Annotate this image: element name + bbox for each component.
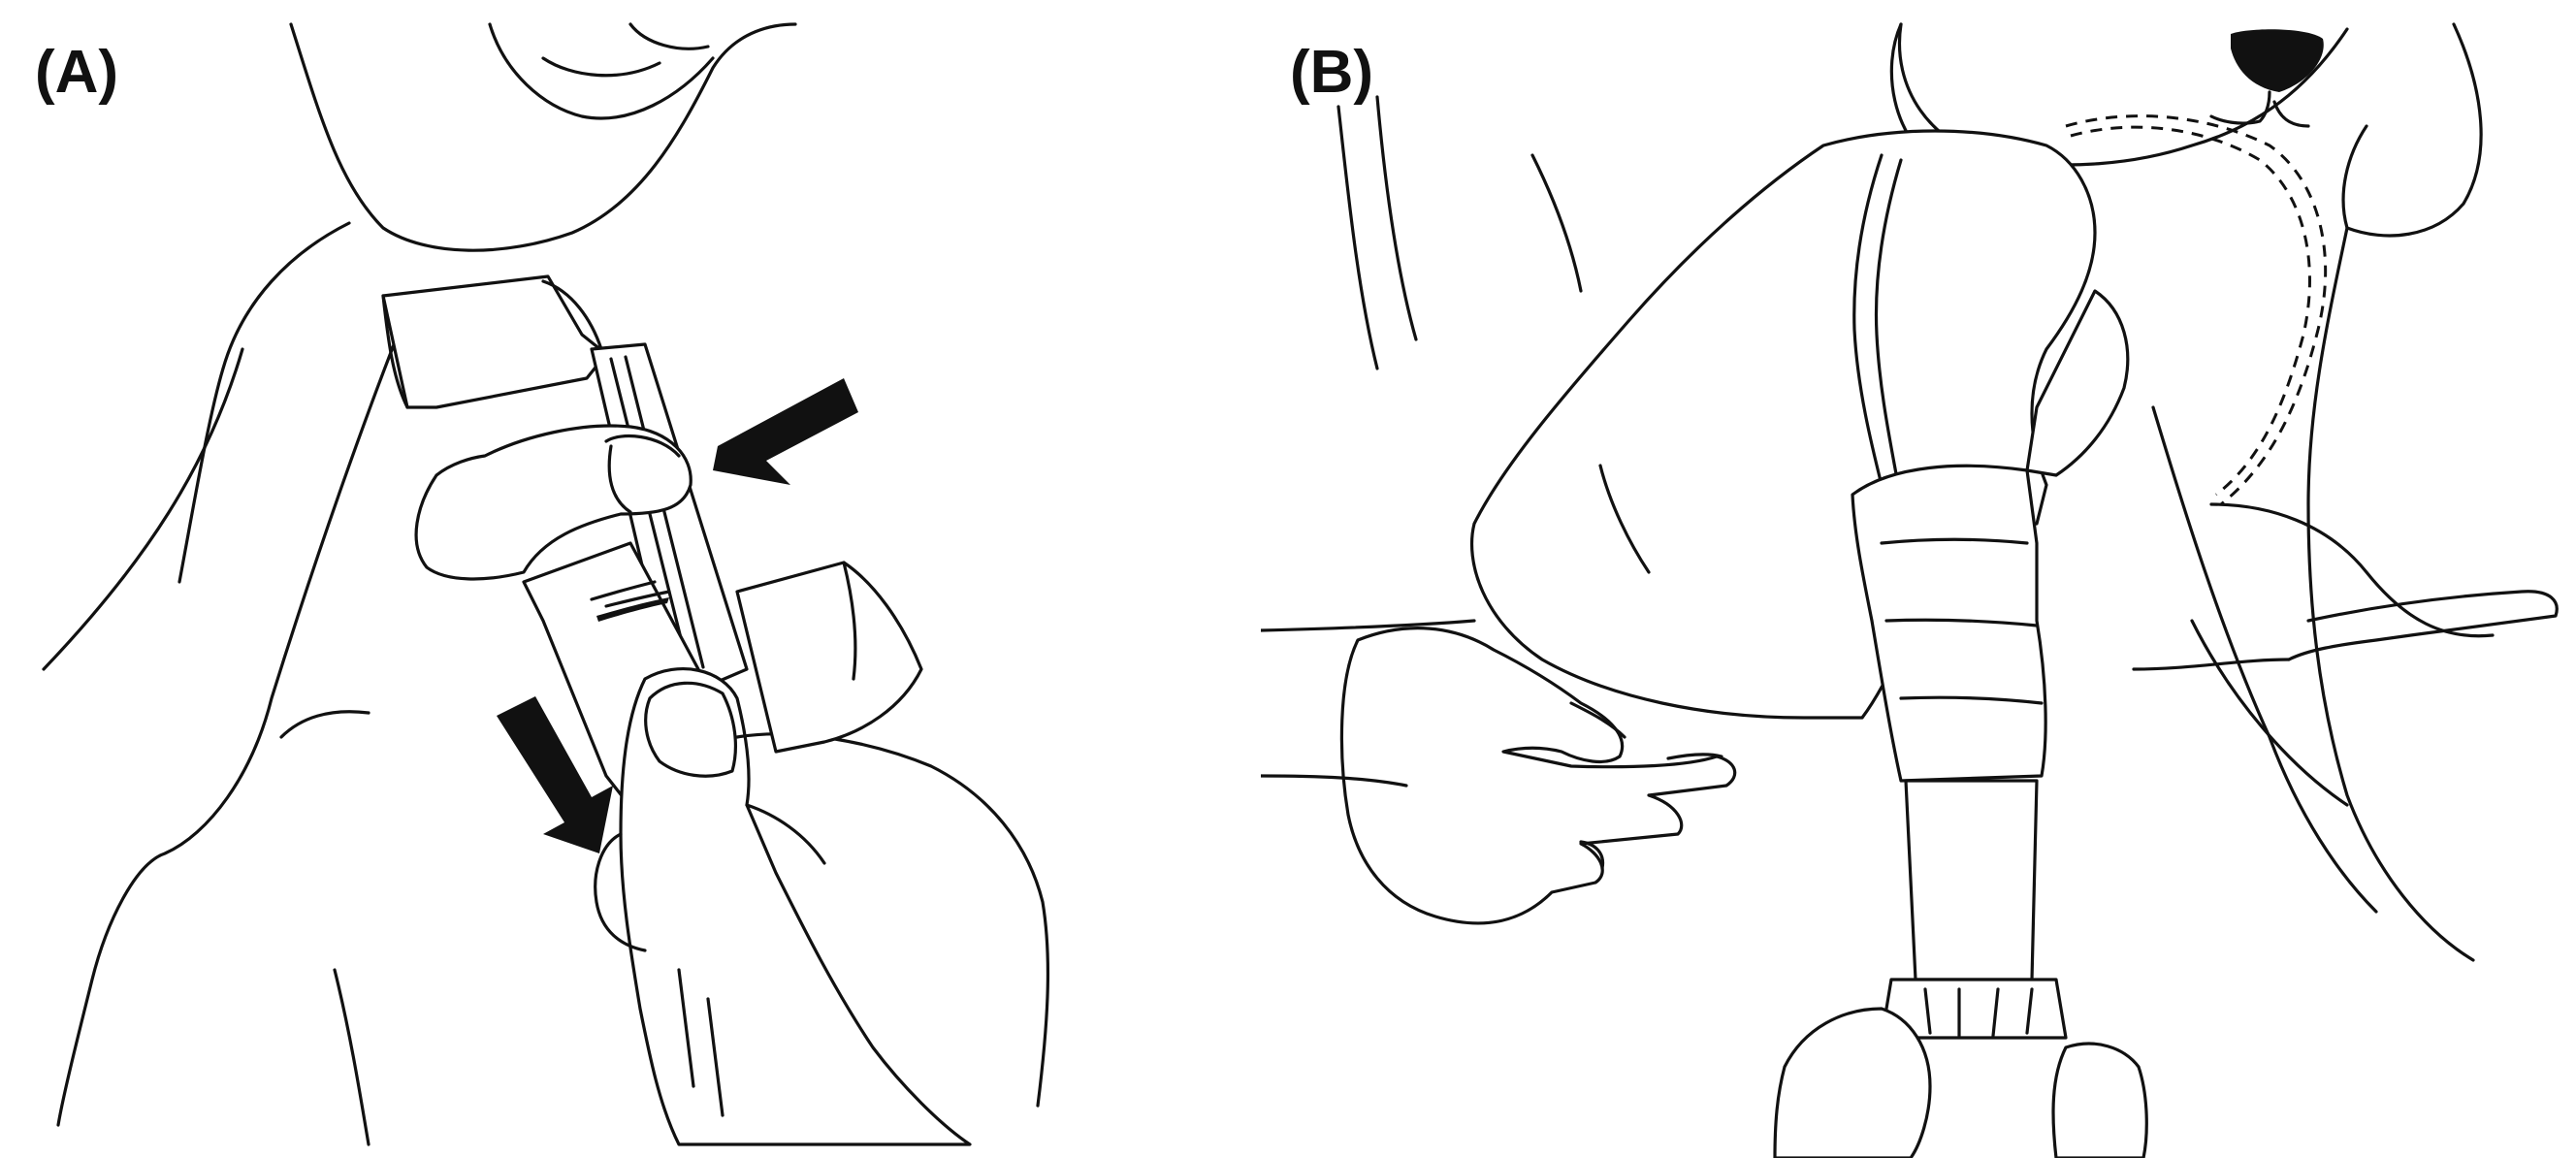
animal-leg-outline [56,308,409,1127]
dog-head-outline [1898,22,2349,167]
arrow-pointing-left-icon [713,378,858,485]
dashed-pad-outline [2065,114,2328,506]
dog-ear-right [2341,22,2483,238]
panel-b-label: (B) [1290,39,1374,106]
arrow-pointing-down-icon [497,696,613,853]
dog-leg-right [2306,226,2475,962]
catheter-tape [1851,464,2047,783]
panel-a-label: (A) [35,39,119,106]
dog-nose [2231,29,2324,92]
panel-b: (B) [1261,0,2576,1158]
animal-head-outline [289,22,797,252]
elbow-tape [2025,289,2130,477]
animal-snout-line [488,22,715,120]
catheter-shaft [1904,779,2039,981]
upper-tape [381,274,608,409]
panel-b-drawing [1261,22,2559,1158]
panel-a: (A) [0,0,1261,1158]
bottom-hand-left [1773,1007,1932,1158]
upper-thumb [414,424,692,581]
bottom-hand-right [2051,1042,2148,1158]
panel-a-drawing [42,22,1050,1146]
lower-tape [735,561,923,754]
operator-arm [1261,619,1476,632]
